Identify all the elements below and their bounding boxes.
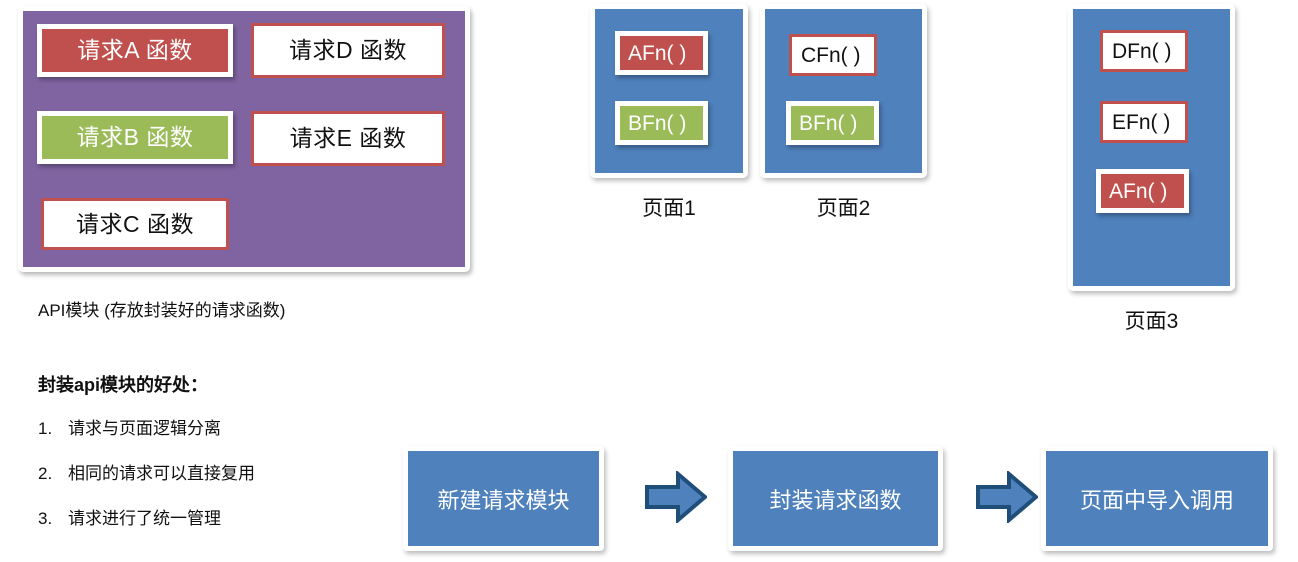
page1-function-afn[interactable]: AFn( )	[615, 31, 708, 75]
api-function-chip-e[interactable]: 请求E 函数	[251, 111, 445, 166]
api-function-label: 请求A 函数	[77, 37, 193, 63]
api-function-label: 请求E 函数	[289, 125, 407, 151]
benefit-text: 相同的请求可以直接复用	[68, 464, 255, 483]
benefits-title: 封装api模块的好处：	[38, 375, 209, 395]
page-box-3: DFn( ) EFn( ) AFn( )	[1068, 4, 1235, 291]
flow-step-2[interactable]: 封装请求函数	[728, 446, 943, 551]
page-function-label: BFn( )	[628, 111, 687, 135]
page1-function-bfn[interactable]: BFn( )	[615, 101, 708, 145]
page-label-3: 页面3	[1124, 310, 1179, 333]
api-function-chip-a[interactable]: 请求A 函数	[37, 24, 233, 77]
page-label-1: 页面1	[642, 197, 696, 220]
benefit-number: 3.	[38, 509, 53, 528]
flow-step-3[interactable]: 页面中导入调用	[1041, 446, 1273, 551]
api-function-chip-b[interactable]: 请求B 函数	[37, 111, 233, 164]
benefit-item-1: 1. 请求与页面逻辑分离	[38, 414, 221, 439]
api-module-caption: API模块 (存放封装好的请求函数)	[38, 301, 286, 320]
page-label-2: 页面2	[816, 197, 871, 220]
page-function-label: EFn( )	[1112, 110, 1171, 134]
page-function-label: AFn( )	[1109, 179, 1168, 203]
page2-function-bfn[interactable]: BFn( )	[786, 101, 879, 145]
api-function-chip-d[interactable]: 请求D 函数	[251, 23, 445, 78]
flow-step-label: 页面中导入调用	[1079, 487, 1234, 513]
api-function-label: 请求B 函数	[76, 124, 194, 150]
page-function-label: BFn( )	[799, 111, 858, 135]
page-box-1: AFn( ) BFn( )	[590, 4, 748, 178]
page-function-label: AFn( )	[628, 41, 687, 65]
api-module-container: 请求A 函数 请求B 函数 请求C 函数 请求D 函数 请求E 函数	[18, 6, 470, 272]
page-box-2: CFn( ) BFn( )	[760, 4, 927, 178]
benefit-item-2: 2. 相同的请求可以直接复用	[38, 459, 255, 484]
api-function-label: 请求C 函数	[76, 210, 194, 237]
benefit-item-3: 3. 请求进行了统一管理	[38, 504, 221, 529]
api-function-label: 请求D 函数	[289, 37, 407, 63]
page3-function-dfn[interactable]: DFn( )	[1100, 30, 1188, 72]
flow-step-1[interactable]: 新建请求模块	[403, 446, 604, 551]
page3-function-efn[interactable]: EFn( )	[1100, 101, 1188, 143]
flow-step-label: 新建请求模块	[437, 487, 570, 513]
benefit-text: 请求进行了统一管理	[68, 509, 221, 528]
arrow-right-icon-1	[645, 469, 709, 525]
api-function-chip-c[interactable]: 请求C 函数	[41, 198, 229, 250]
arrow-right-icon-2	[976, 469, 1040, 525]
benefit-number: 1.	[38, 419, 53, 438]
page2-function-cfn[interactable]: CFn( )	[789, 34, 877, 76]
page-function-label: DFn( )	[1112, 39, 1172, 63]
page-function-label: CFn( )	[801, 43, 861, 67]
benefit-text: 请求与页面逻辑分离	[68, 419, 221, 438]
flow-step-label: 封装请求函数	[769, 487, 902, 513]
benefit-number: 2.	[38, 464, 53, 483]
page3-function-afn[interactable]: AFn( )	[1096, 169, 1189, 213]
